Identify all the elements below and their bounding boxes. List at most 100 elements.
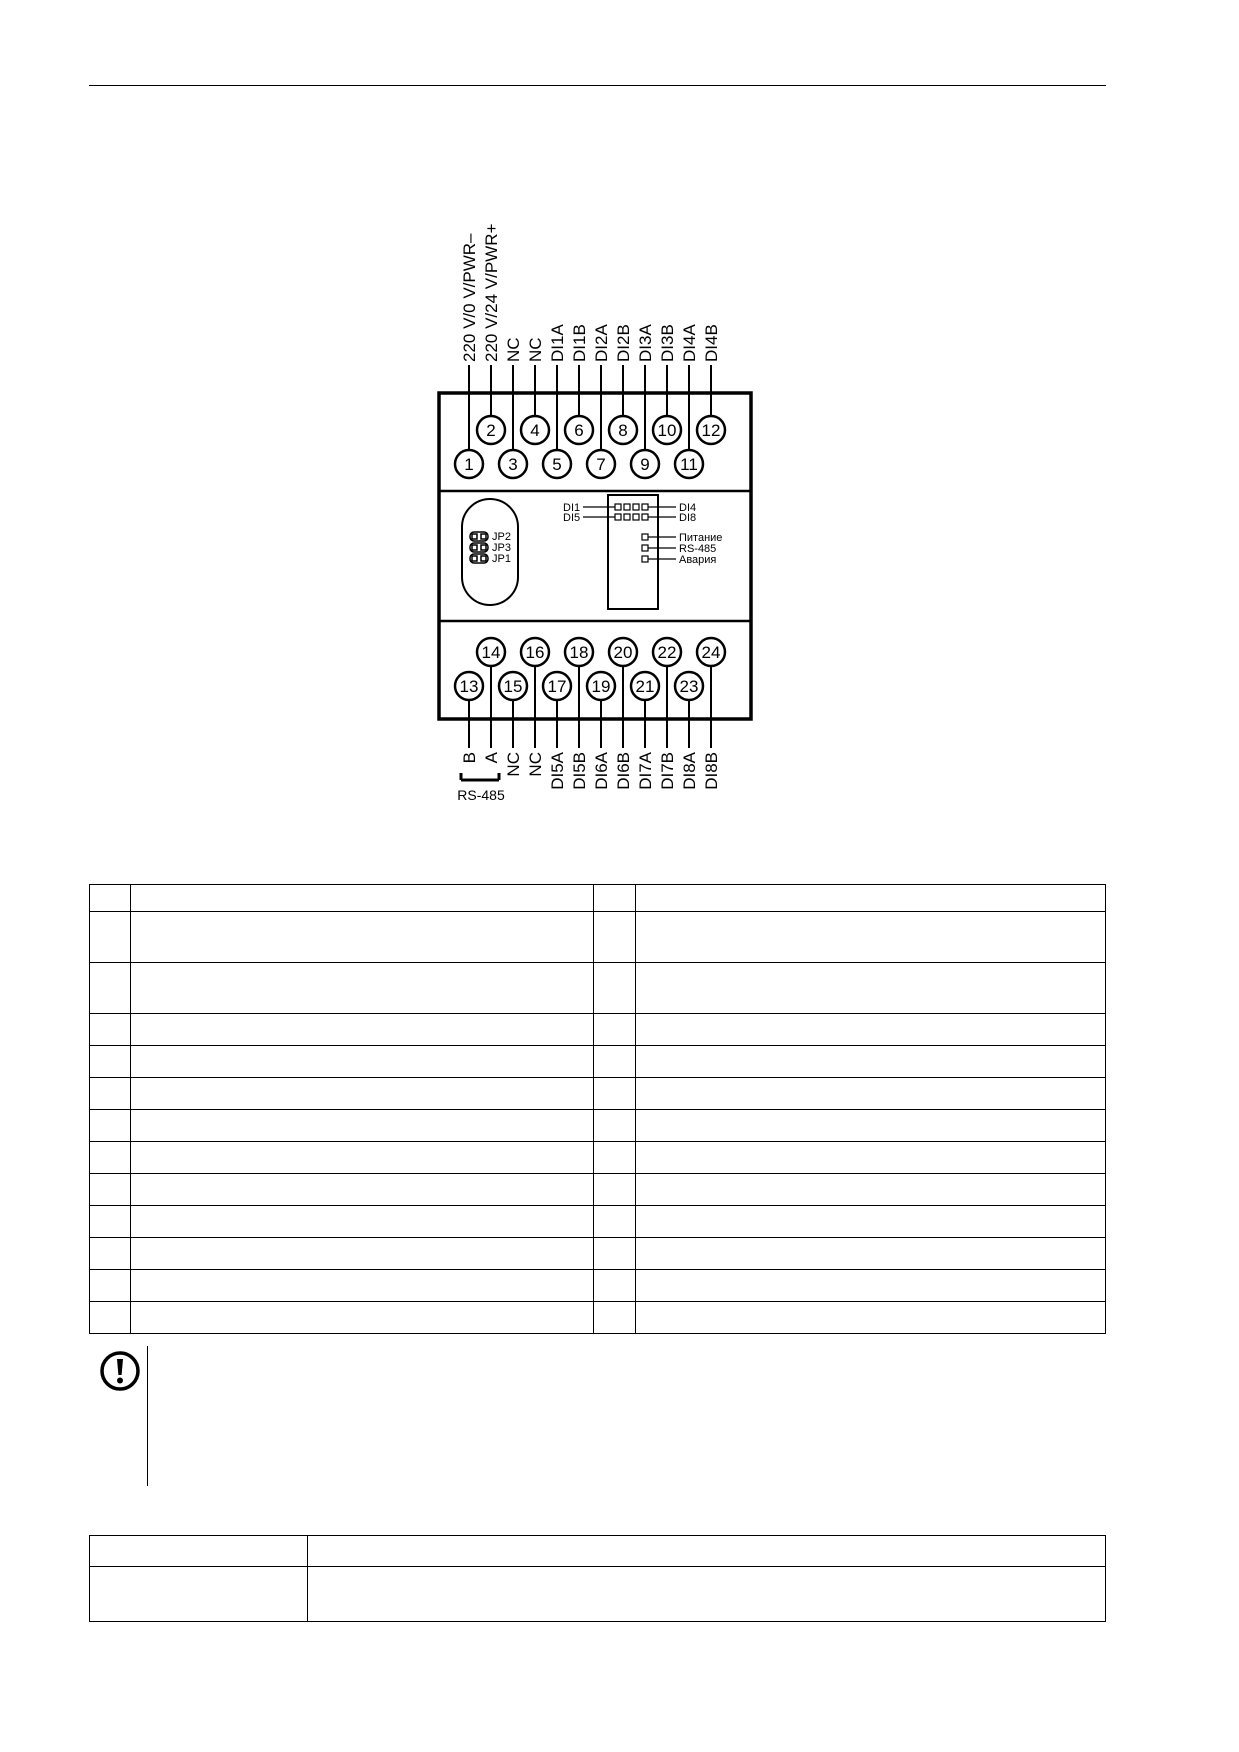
jumper-window bbox=[461, 498, 519, 606]
top-labels: 220 V/0 V/PWR– 220 V/24 V/PWR+ NC NC DI1… bbox=[460, 223, 721, 362]
table-row bbox=[89, 1237, 1106, 1270]
top-label: DI4B bbox=[702, 324, 721, 362]
terminal-circle bbox=[585, 448, 617, 480]
top-label: 220 V/24 V/PWR+ bbox=[482, 223, 501, 362]
top-label: DI3B bbox=[658, 324, 677, 362]
bottom-label: NC bbox=[504, 752, 523, 777]
terminal-circle bbox=[695, 414, 727, 446]
terminal-number: 19 bbox=[592, 677, 611, 696]
terminal-number: 6 bbox=[574, 421, 583, 440]
terminal-number: 24 bbox=[702, 643, 721, 662]
terminal-number: 4 bbox=[530, 421, 539, 440]
terminal-circle bbox=[629, 448, 661, 480]
terminal-number: 12 bbox=[702, 421, 721, 440]
table-row bbox=[89, 1013, 1106, 1046]
top-label: 220 V/0 V/PWR– bbox=[460, 233, 479, 362]
terminal-circle bbox=[607, 636, 639, 668]
jumper-labels: JP2 JP3 JP1 bbox=[492, 531, 511, 565]
led-label-di5: DI5 bbox=[563, 512, 580, 524]
table-row bbox=[89, 884, 1106, 912]
bottom-label: DI8A bbox=[680, 751, 699, 789]
top-terminal-block: 2 4 6 8 10 12 1 3 5 7 9 11 bbox=[453, 414, 727, 480]
top-label: DI1B bbox=[570, 324, 589, 362]
note-divider bbox=[147, 1346, 148, 1486]
bottom-label: DI6A bbox=[592, 751, 611, 789]
table-row bbox=[89, 1077, 1106, 1110]
bottom-label: DI8B bbox=[702, 752, 721, 790]
terminal-number: 1 bbox=[464, 455, 473, 474]
terminal-circle bbox=[651, 636, 683, 668]
terminal-number: 21 bbox=[636, 677, 655, 696]
table-row bbox=[89, 1045, 1106, 1078]
module-housing bbox=[437, 391, 753, 721]
bottom-terminal-block: 14 16 18 20 22 24 13 15 17 19 21 23 bbox=[453, 636, 727, 702]
terminal-circle bbox=[541, 670, 573, 702]
led-label-power: Питание bbox=[679, 532, 722, 544]
rs485-bracket-label: RS-485 bbox=[457, 787, 505, 803]
terminal-circle bbox=[563, 414, 595, 446]
bottom-label: DI5B bbox=[570, 752, 589, 790]
led-labels: DI1 DI5 DI4 DI8 Питание RS-485 Авария bbox=[563, 502, 722, 566]
table-row bbox=[89, 1205, 1106, 1238]
bottom-label: DI6B bbox=[614, 752, 633, 790]
terminal-circle bbox=[673, 448, 705, 480]
led-label-rs485: RS-485 bbox=[679, 543, 716, 555]
table-row bbox=[89, 1566, 1106, 1622]
terminal-number: 17 bbox=[548, 677, 567, 696]
terminal-number: 13 bbox=[460, 677, 479, 696]
bottom-label: B bbox=[460, 752, 479, 763]
top-label: DI4A bbox=[680, 324, 699, 362]
table-row bbox=[89, 1109, 1106, 1142]
led-leader-lines bbox=[583, 506, 676, 560]
terminal-number: 8 bbox=[618, 421, 627, 440]
terminal-circle bbox=[475, 636, 507, 668]
top-label: DI2A bbox=[592, 324, 611, 362]
led-label-alarm: Авария bbox=[679, 554, 716, 566]
terminal-circle bbox=[673, 670, 705, 702]
jumper-label: JP3 bbox=[492, 542, 511, 554]
terminal-number: 20 bbox=[614, 643, 633, 662]
terminal-circle bbox=[453, 448, 485, 480]
terminal-diagram-svg: 220 V/0 V/PWR– 220 V/24 V/PWR+ NC NC DI1… bbox=[437, 223, 753, 803]
terminal-number: 10 bbox=[658, 421, 677, 440]
top-label: DI2B bbox=[614, 324, 633, 362]
table-row bbox=[89, 1141, 1106, 1174]
bottom-label: NC bbox=[526, 752, 545, 777]
terminal-circle bbox=[695, 636, 727, 668]
terminal-circle bbox=[629, 670, 661, 702]
terminal-circle bbox=[541, 448, 573, 480]
jumper-label: JP2 bbox=[492, 531, 511, 543]
led-panel bbox=[607, 494, 659, 610]
top-label: DI3A bbox=[636, 324, 655, 362]
header-rule bbox=[89, 85, 1106, 86]
table-row bbox=[89, 1535, 1106, 1567]
bottom-label: A bbox=[482, 751, 501, 763]
table-row bbox=[89, 911, 1106, 963]
terminal-number: 23 bbox=[680, 677, 699, 696]
top-label: DI1A bbox=[548, 324, 567, 362]
terminal-number: 11 bbox=[680, 455, 698, 474]
jumper-pins bbox=[469, 531, 489, 564]
terminal-number: 15 bbox=[504, 677, 523, 696]
table-row bbox=[89, 962, 1106, 1014]
terminal-diagram: 220 V/0 V/PWR– 220 V/24 V/PWR+ NC NC DI1… bbox=[0, 0, 1239, 820]
terminal-circle bbox=[497, 670, 529, 702]
terminal-number: 3 bbox=[508, 455, 517, 474]
terminal-number: 9 bbox=[640, 455, 649, 474]
terminal-circle bbox=[475, 414, 507, 446]
terminal-circle bbox=[497, 448, 529, 480]
table-row bbox=[89, 1269, 1106, 1302]
terminal-circle bbox=[651, 414, 683, 446]
terminal-number: 14 bbox=[482, 643, 501, 662]
terminal-number: 5 bbox=[552, 455, 561, 474]
terminal-number: 7 bbox=[596, 455, 605, 474]
terminal-circle bbox=[563, 636, 595, 668]
bottom-label: DI7A bbox=[636, 751, 655, 789]
top-label: NC bbox=[526, 337, 545, 362]
terminal-circle bbox=[519, 414, 551, 446]
exclamation-circle-icon bbox=[99, 1350, 141, 1392]
led-indicators bbox=[614, 503, 649, 563]
pin-assignment-table bbox=[89, 884, 1106, 1334]
led-label-di8: DI8 bbox=[679, 512, 696, 524]
terminal-number: 2 bbox=[486, 421, 495, 440]
